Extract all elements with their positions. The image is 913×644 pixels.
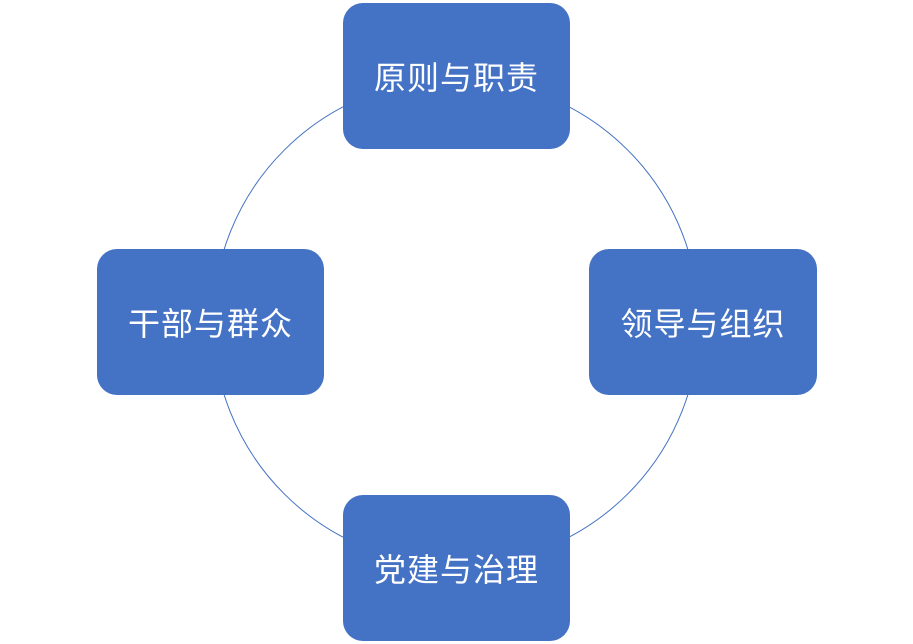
node-principles-duties: 原则与职责 <box>343 3 570 149</box>
node-cadres-masses: 干部与群众 <box>97 249 324 395</box>
node-label-left: 干部与群众 <box>127 305 293 343</box>
node-party-building-governance: 党建与治理 <box>343 495 570 641</box>
node-label-bottom: 党建与治理 <box>373 551 539 589</box>
node-label-top: 原则与职责 <box>373 59 539 97</box>
node-leadership-organization: 领导与组织 <box>589 249 817 395</box>
node-label-right: 领导与组织 <box>620 305 786 343</box>
